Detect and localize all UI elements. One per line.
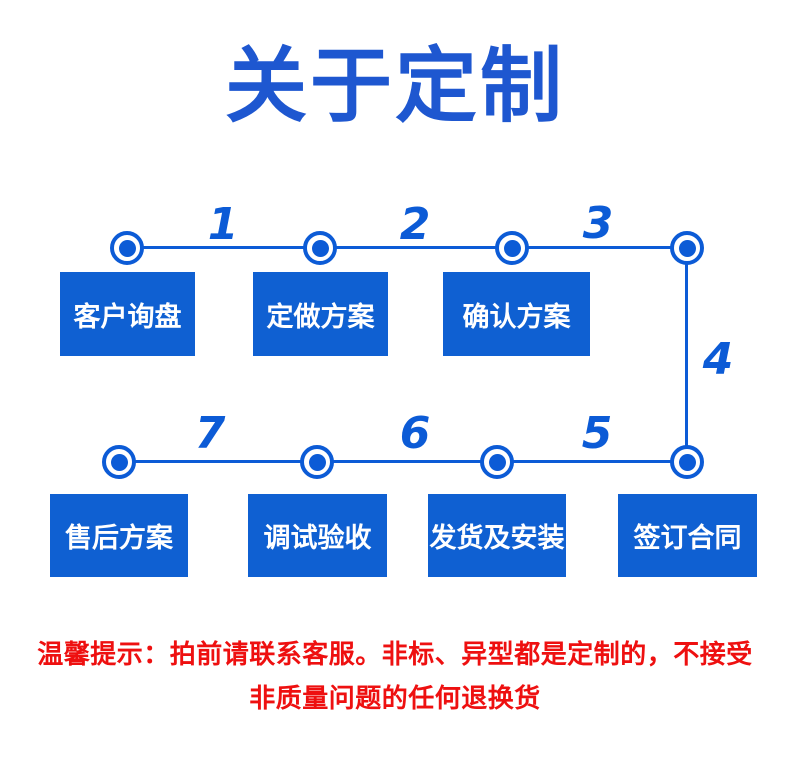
step-label: 调试验收 [263, 523, 372, 553]
right-connector-line [685, 248, 688, 462]
segment-number-4: 4 [702, 334, 734, 385]
node-bottom-1 [102, 445, 136, 479]
step-label: 发货及安装 [429, 523, 565, 553]
segment-number-1: 1 [207, 199, 239, 250]
node-bottom-2 [300, 445, 334, 479]
node-top-corner [670, 231, 704, 265]
node-bottom-3 [480, 445, 514, 479]
step-box-after-sales: 售后方案 [50, 494, 188, 577]
step-box-confirm-plan: 确认方案 [443, 272, 590, 356]
segment-number-7: 7 [194, 408, 226, 459]
step-box-sign-contract: 签订合同 [618, 494, 757, 577]
notice-line-2: 非质量问题的任何退换货 [249, 683, 541, 713]
segment-number-6: 6 [399, 408, 431, 459]
step-label: 确认方案 [462, 301, 571, 332]
step-box-shipping-installation: 发货及安装 [428, 494, 566, 577]
notice-line-1: 温馨提示：拍前请联系客服。非标、异型都是定制的，不接受 [37, 639, 753, 669]
node-top-3 [495, 231, 529, 265]
node-top-2 [303, 231, 337, 265]
bottom-connector-line [119, 460, 687, 463]
node-bottom-corner [670, 445, 704, 479]
step-box-customer-inquiry: 客户询盘 [60, 272, 195, 356]
step-box-debug-acceptance: 调试验收 [248, 494, 387, 577]
segment-number-5: 5 [581, 408, 613, 459]
page-title: 关于定制 [224, 41, 565, 132]
node-top-1 [110, 231, 144, 265]
step-box-custom-plan: 定做方案 [253, 272, 388, 356]
step-label: 签订合同 [633, 523, 742, 553]
segment-number-2: 2 [399, 199, 431, 250]
top-connector-line [127, 246, 687, 249]
segment-number-3: 3 [582, 198, 614, 249]
step-label: 客户询盘 [73, 301, 182, 332]
step-label: 定做方案 [266, 301, 375, 332]
step-label: 售后方案 [65, 523, 173, 553]
